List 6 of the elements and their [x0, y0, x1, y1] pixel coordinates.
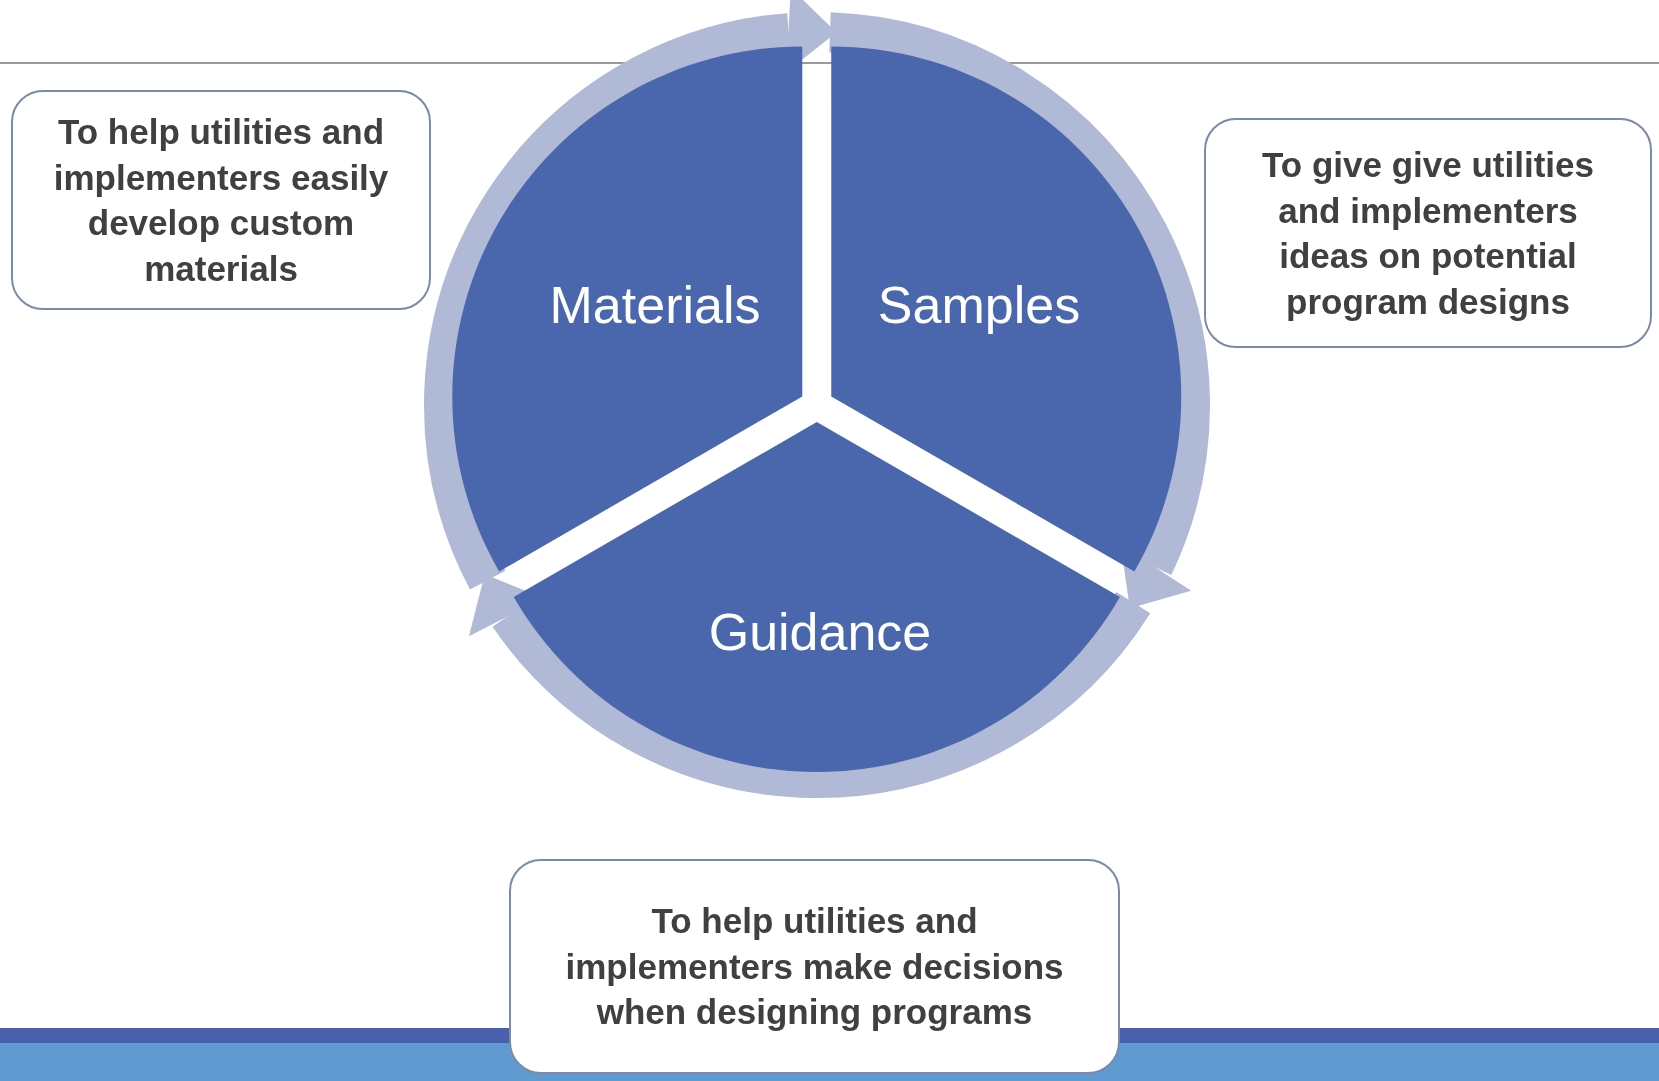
callout-box: To give give utilities and implementers ideas on potential program designs [1204, 118, 1652, 348]
callout-box: To help utilities and implementers easily develop custom materials [11, 90, 431, 310]
segment-label: Samples [877, 275, 1081, 335]
callout-box: To help utilities and implementers make decisions when designing programs [509, 859, 1120, 1074]
segment-label: Materials [549, 275, 761, 335]
segment-label: Guidance [708, 602, 932, 662]
